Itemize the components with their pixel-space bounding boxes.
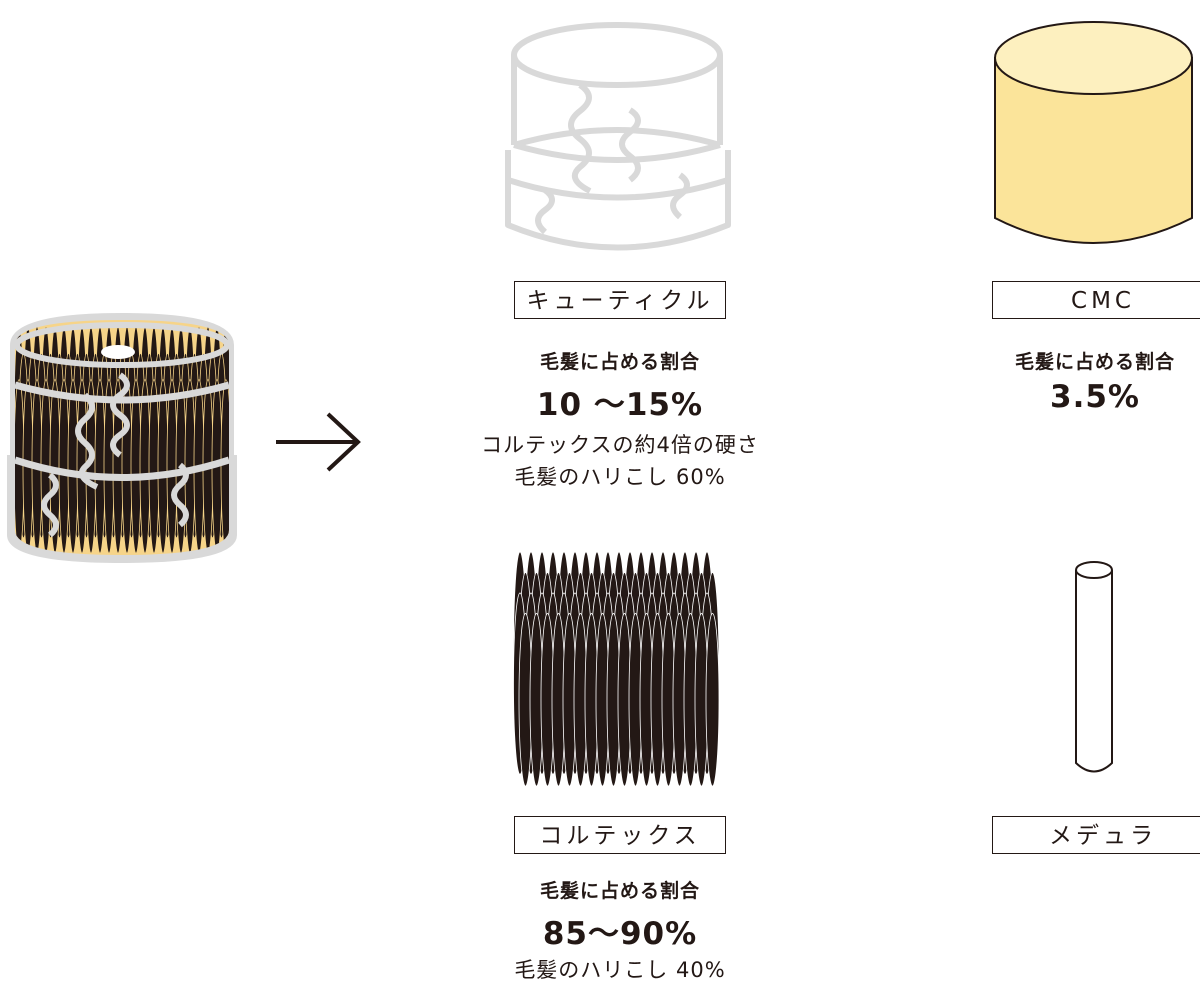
medulla-label: メデュラ [992, 816, 1200, 854]
cuticle-label: キューティクル [514, 281, 726, 319]
cuticle-ratio-value: 10 〜15% [536, 387, 704, 423]
cmc-cylinder-icon [990, 18, 1200, 256]
cortex-fiber-bundle-icon [512, 548, 724, 790]
cortex-note-elasticity: 毛髪のハリこし 40% [514, 958, 726, 982]
cortex-ratio-heading: 毛髪に占める割合 [539, 880, 700, 902]
medulla-tube-icon [1072, 558, 1116, 780]
cmc-ratio-value: 3.5% [1050, 379, 1140, 415]
cuticle-note-hardness: コルテックスの約4倍の硬さ [481, 433, 759, 457]
cuticle-ratio-heading: 毛髪に占める割合 [539, 351, 700, 373]
cortex-ratio-value: 85〜90% [542, 916, 698, 952]
right-arrow-icon [272, 410, 364, 474]
cmc-label: CMC [992, 281, 1200, 319]
cmc-ratio-heading: 毛髪に占める割合 [1014, 351, 1175, 373]
hair-strand-cross-section-icon [5, 305, 240, 570]
cortex-label: コルテックス [514, 816, 726, 854]
cuticle-note-elasticity: 毛髪のハリこし 60% [514, 465, 726, 489]
cuticle-cylinder-icon [500, 15, 740, 265]
